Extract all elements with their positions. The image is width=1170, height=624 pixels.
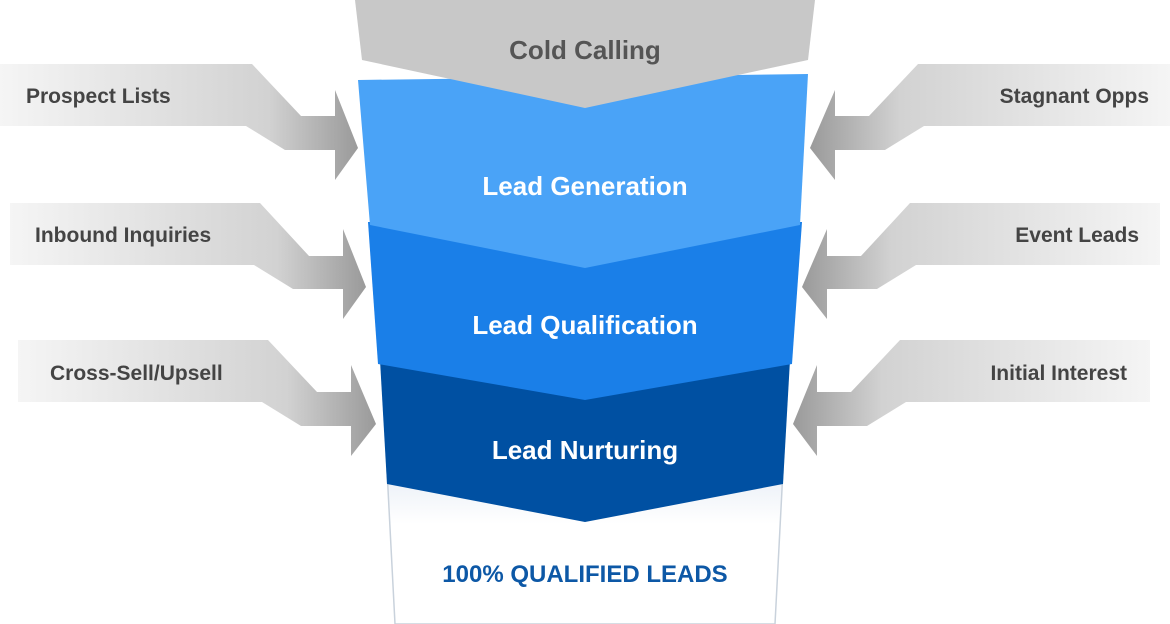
- stage-band-lead-qualification: [368, 222, 802, 400]
- result-label: 100% QUALIFIED LEADS: [442, 561, 727, 588]
- source-arrow-inbound-inquiries: [10, 203, 366, 319]
- stage-band-cold-calling: [355, 0, 815, 108]
- source-arrow-cross-sell-upsell: [18, 340, 376, 456]
- source-label-prospect-lists: Prospect Lists: [26, 85, 171, 108]
- source-arrow-prospect-lists: [0, 64, 358, 180]
- source-label-inbound-inquiries: Inbound Inquiries: [35, 224, 211, 247]
- stage-label-lead-qualification: Lead Qualification: [472, 310, 697, 340]
- source-arrow-event-leads: [802, 203, 1160, 319]
- stage-label-lead-generation: Lead Generation: [482, 171, 687, 201]
- stage-band-lead-nurturing: [380, 360, 790, 522]
- stage-band-lead-generation: [358, 74, 808, 268]
- stage-label-cold-calling: Cold Calling: [509, 35, 661, 65]
- stage-label-lead-nurturing: Lead Nurturing: [492, 435, 678, 465]
- source-arrow-stagnant-opps: [810, 64, 1170, 180]
- source-label-initial-interest: Initial Interest: [990, 362, 1127, 385]
- source-arrow-initial-interest: [793, 340, 1150, 456]
- source-label-cross-sell-upsell: Cross-Sell/Upsell: [50, 362, 223, 385]
- source-label-stagnant-opps: Stagnant Opps: [1000, 85, 1149, 108]
- source-label-event-leads: Event Leads: [1015, 224, 1139, 247]
